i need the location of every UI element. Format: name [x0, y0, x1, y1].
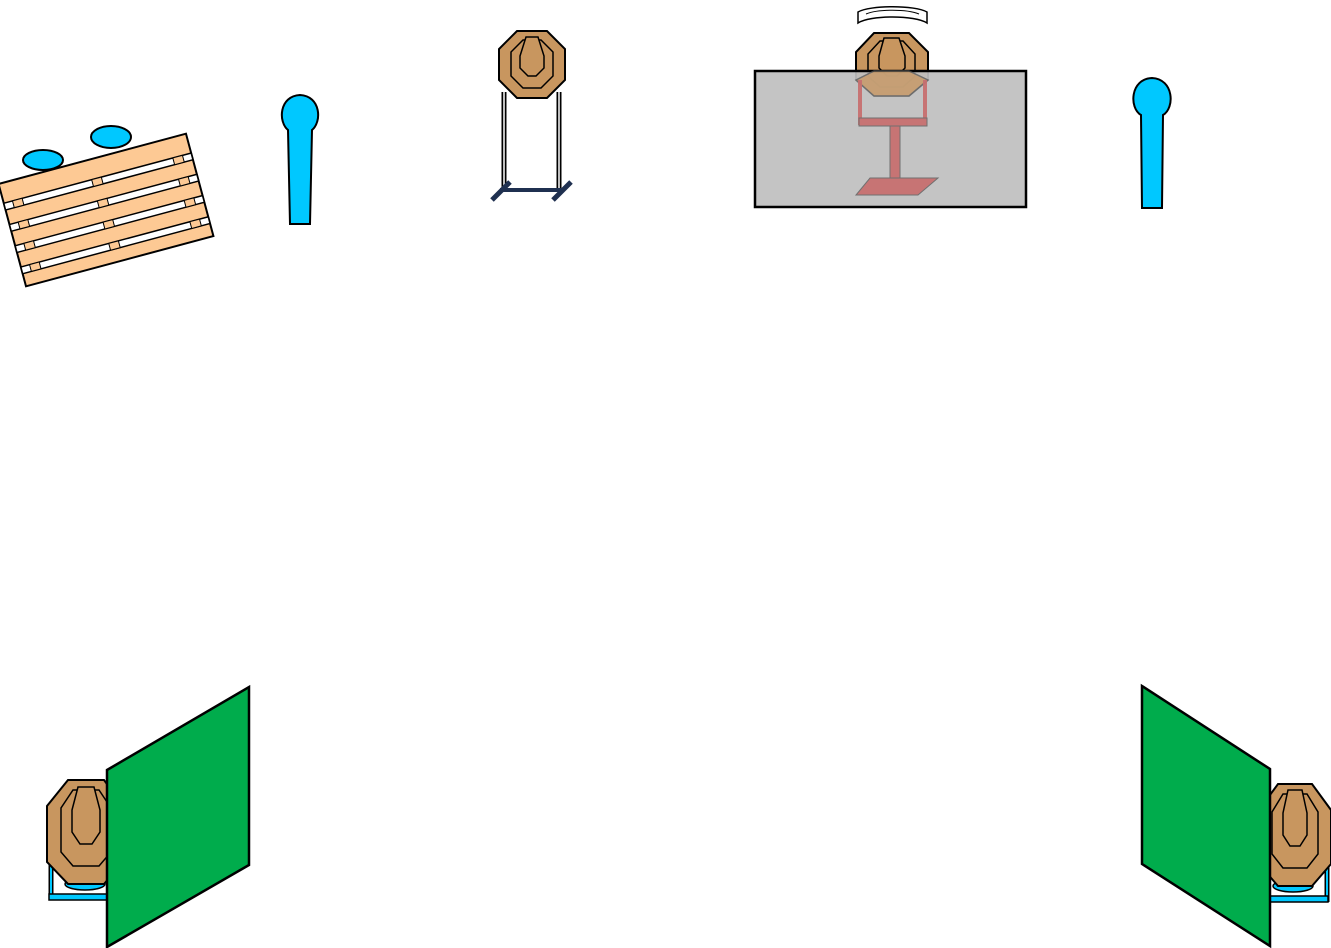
swinger-mechanism: [854, 70, 940, 196]
no-shoot-popper-head: [90, 125, 132, 149]
target-bottom-right: [1258, 783, 1331, 903]
ipsc-target-icon: [498, 30, 566, 99]
rotate-arrow-icon: [857, 6, 928, 25]
wall-right: [1140, 683, 1272, 948]
no-shoot-popper-head: [22, 149, 64, 171]
pallet-group: [0, 125, 215, 288]
paper-target-stand: [490, 92, 573, 202]
target-bottom-left: [46, 779, 124, 901]
no-shoot-popper-left: [280, 93, 320, 225]
no-shoot-popper-right: [1132, 76, 1172, 209]
wall-left: [105, 684, 251, 948]
wooden-pallet: [0, 132, 215, 288]
